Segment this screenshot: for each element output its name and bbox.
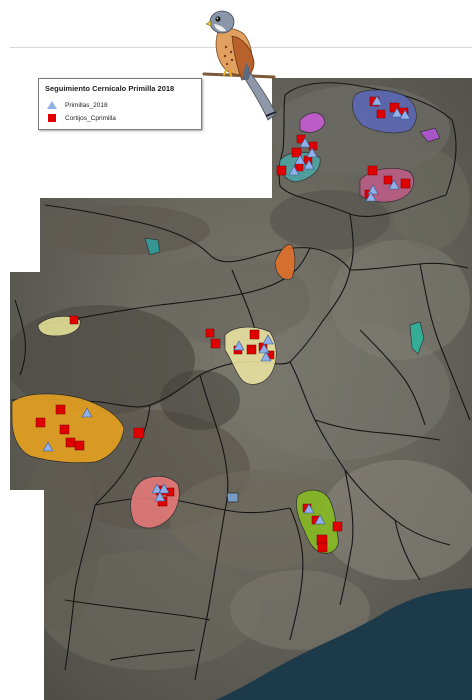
farmhouse-marker xyxy=(133,427,145,439)
farmhouse-marker xyxy=(276,165,287,176)
colony-area-teal-small xyxy=(144,237,161,256)
legend-title: Seguimiento Cernícalo Primilla 2018 xyxy=(45,84,175,93)
colony-marker xyxy=(262,334,274,345)
colony-marker xyxy=(154,491,166,502)
farmhouse-marker xyxy=(308,141,318,151)
farmhouse-marker xyxy=(205,328,215,338)
colony-marker xyxy=(314,514,326,525)
colony-marker xyxy=(399,109,411,120)
colony-area-south-blue xyxy=(226,492,239,503)
farmhouse-marker xyxy=(55,404,66,415)
colony-marker xyxy=(260,351,272,362)
farmhouse-marker xyxy=(332,521,343,532)
colony-marker xyxy=(151,483,163,494)
colony-marker xyxy=(42,441,54,452)
farmhouse-marker xyxy=(383,175,393,185)
colony-area-north-magenta xyxy=(299,112,326,133)
farmhouse-marker xyxy=(69,315,79,325)
square-icon xyxy=(48,114,56,122)
farmhouse-marker xyxy=(367,165,378,176)
colony-marker xyxy=(258,343,270,354)
legend-item-label: Primillas_2018 xyxy=(65,101,108,109)
colony-markers[interactable] xyxy=(42,95,411,525)
colony-marker xyxy=(365,191,377,202)
colony-marker xyxy=(303,159,315,170)
colony-marker xyxy=(81,407,93,418)
colony-marker xyxy=(388,179,400,190)
colony-marker xyxy=(306,147,318,158)
legend-item-colonies: Primillas_2018 xyxy=(47,100,108,110)
farmhouse-marker xyxy=(249,329,260,340)
colony-marker xyxy=(294,154,306,165)
farmhouse-marker xyxy=(74,440,85,451)
colony-marker xyxy=(303,503,315,514)
farmhouse-marker xyxy=(35,417,46,428)
satellite-terrain xyxy=(10,78,472,700)
colony-marker xyxy=(367,184,379,195)
map-legend: Seguimiento Cernícalo Primilla 2018 Prim… xyxy=(38,78,202,130)
colony-marker xyxy=(299,137,311,148)
farmhouse-marker xyxy=(291,147,302,158)
colony-marker xyxy=(158,483,170,494)
farmhouse-marker xyxy=(210,338,221,349)
farmhouse-marker xyxy=(59,424,70,435)
colony-area-cyan-east xyxy=(409,321,425,355)
farmhouse-marker xyxy=(246,344,257,355)
colony-marker xyxy=(391,107,403,118)
colony-area-north-violet xyxy=(419,127,441,143)
colony-area-central-yellow xyxy=(224,326,277,385)
colony-marker xyxy=(371,95,383,106)
farmhouse-marker xyxy=(65,437,76,448)
colony-marker xyxy=(288,165,300,176)
farmhouse-marker xyxy=(376,109,386,119)
kestrel-bird-illustration xyxy=(202,10,277,121)
colony-marker xyxy=(233,340,245,351)
triangle-icon xyxy=(47,101,57,109)
legend-item-farmhouses: Cortijos_Cprimilla xyxy=(47,113,116,123)
colony-area-west-yellow xyxy=(37,315,81,337)
farmhouse-marker xyxy=(317,542,328,553)
legend-item-label: Cortijos_Cprimilla xyxy=(65,114,116,122)
farmhouse-marker xyxy=(400,178,411,189)
colony-area-orange xyxy=(274,244,296,280)
